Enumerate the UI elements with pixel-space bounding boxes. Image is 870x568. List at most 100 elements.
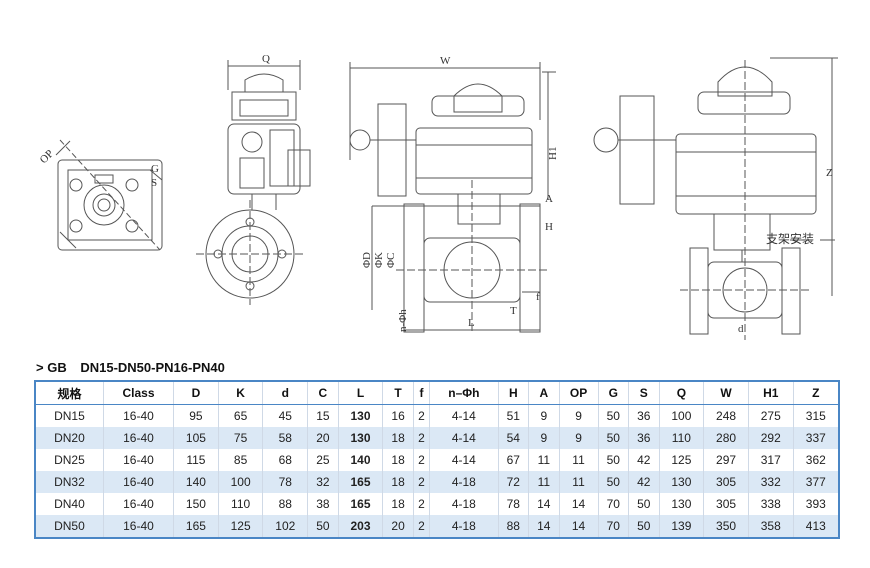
table-cell: 16-40 bbox=[102, 427, 174, 449]
table-cell: 9 bbox=[558, 404, 599, 427]
table-cell: 115 bbox=[173, 449, 219, 471]
table-header-cell: C bbox=[307, 381, 339, 405]
table-cell: 2 bbox=[412, 515, 430, 538]
table-cell: 16-40 bbox=[102, 404, 174, 427]
table-cell: 4-14 bbox=[429, 404, 499, 427]
section-heading: > GB DN15-DN50-PN16-PN40 bbox=[36, 360, 225, 375]
table-cell: 248 bbox=[703, 404, 749, 427]
bracket-note: 支架安装 bbox=[766, 231, 814, 246]
table-cell: 305 bbox=[703, 493, 749, 515]
table-cell: 338 bbox=[747, 493, 794, 515]
table-cell: 18 bbox=[382, 471, 414, 493]
table-cell: 75 bbox=[217, 427, 263, 449]
table-cell: 50 bbox=[628, 493, 660, 515]
front-view bbox=[349, 62, 556, 333]
table-cell: 14 bbox=[558, 493, 599, 515]
table-cell: 16-40 bbox=[102, 493, 174, 515]
table-cell: DN32 bbox=[54, 475, 85, 489]
dim-w: W bbox=[440, 55, 451, 67]
table-cell: 9 bbox=[528, 427, 560, 449]
table-cell: 54 bbox=[497, 427, 529, 449]
table-cell: 20 bbox=[382, 515, 414, 538]
dim-l: L bbox=[468, 317, 475, 329]
table-header-cell: G bbox=[597, 381, 629, 405]
table-cell: 297 bbox=[703, 449, 749, 471]
table-cell: 4-14 bbox=[429, 449, 499, 471]
table-cell: 14 bbox=[528, 493, 560, 515]
table-cell: 125 bbox=[217, 515, 263, 538]
table-cell: 50 bbox=[597, 449, 629, 471]
table-cell: 317 bbox=[747, 449, 794, 471]
table-cell: 78 bbox=[262, 471, 308, 493]
table-cell: 18 bbox=[382, 427, 414, 449]
table-cell: 15 bbox=[307, 404, 339, 427]
table-cell: 275 bbox=[747, 404, 794, 427]
table-cell: 100 bbox=[217, 471, 263, 493]
table-cell: 337 bbox=[792, 427, 839, 449]
table-cell: 42 bbox=[628, 471, 660, 493]
table-cell: 16 bbox=[382, 404, 414, 427]
table-cell: 362 bbox=[792, 449, 839, 471]
table-cell: 150 bbox=[173, 493, 219, 515]
table-cell: 130 bbox=[337, 404, 383, 427]
dim-op: OP bbox=[38, 148, 56, 166]
table-cell: 332 bbox=[747, 471, 794, 493]
table-cell: 20 bbox=[307, 427, 339, 449]
table-cell: 130 bbox=[658, 471, 704, 493]
table-header-cell: OP bbox=[558, 381, 599, 405]
table-cell: 377 bbox=[792, 471, 839, 493]
table-cell: 11 bbox=[558, 471, 599, 493]
table-header-cell: f bbox=[412, 381, 430, 405]
table-cell: 110 bbox=[658, 427, 704, 449]
table-cell: 350 bbox=[703, 515, 749, 538]
table-cell: 315 bbox=[792, 404, 839, 427]
table-cell: 50 bbox=[597, 427, 629, 449]
table-cell: 70 bbox=[597, 493, 629, 515]
table-cell: 18 bbox=[382, 449, 414, 471]
table-cell: 139 bbox=[658, 515, 704, 538]
table-header-cell: n–Φh bbox=[429, 381, 499, 405]
dim-d: ΦD bbox=[361, 252, 373, 268]
table-cell: 38 bbox=[307, 493, 339, 515]
table-cell: 130 bbox=[658, 493, 704, 515]
dim-nh: n-Φh bbox=[397, 309, 409, 332]
table-cell: 32 bbox=[307, 471, 339, 493]
table-cell: 50 bbox=[307, 515, 339, 538]
table-header-cell: Z bbox=[792, 381, 839, 405]
table-header-cell: H bbox=[497, 381, 529, 405]
table-cell: 4-18 bbox=[429, 471, 499, 493]
table-cell: 25 bbox=[307, 449, 339, 471]
table-cell: 95 bbox=[173, 404, 219, 427]
table-cell: DN40 bbox=[54, 497, 85, 511]
table-cell: 68 bbox=[262, 449, 308, 471]
table-cell: 36 bbox=[628, 427, 660, 449]
table-cell: 165 bbox=[337, 493, 383, 515]
table-cell: 9 bbox=[528, 404, 560, 427]
dim-z: Z bbox=[826, 167, 833, 179]
table-cell: 50 bbox=[597, 471, 629, 493]
table-cell: 2 bbox=[412, 427, 430, 449]
table-cell: 203 bbox=[337, 515, 383, 538]
table-header-cell: A bbox=[528, 381, 560, 405]
dim-s: S bbox=[151, 177, 157, 189]
dim-c: ΦC bbox=[385, 253, 397, 268]
table-cell: 88 bbox=[497, 515, 529, 538]
table-cell: 72 bbox=[497, 471, 529, 493]
table-header-cell: d bbox=[262, 381, 308, 405]
table-header-cell: D bbox=[173, 381, 219, 405]
table-cell: 2 bbox=[412, 449, 430, 471]
table-cell: 88 bbox=[262, 493, 308, 515]
bracket-view bbox=[593, 57, 838, 340]
table-cell: DN20 bbox=[54, 431, 85, 445]
table-cell: 4-14 bbox=[429, 427, 499, 449]
table-cell: 65 bbox=[217, 404, 263, 427]
table-cell: 393 bbox=[792, 493, 839, 515]
